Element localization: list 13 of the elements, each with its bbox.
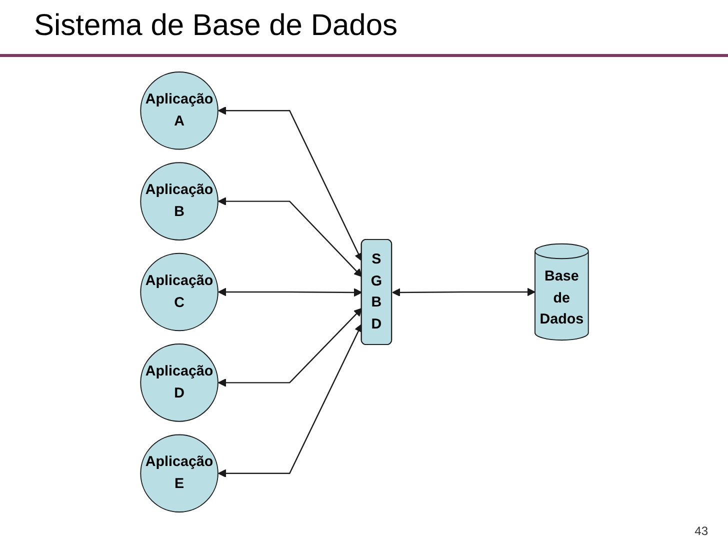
node-circle: Aplicação B [140, 162, 218, 240]
arrow [217, 288, 362, 297]
node-circle: Aplicação E [140, 434, 218, 512]
arrow [217, 106, 362, 262]
arrow [217, 308, 362, 387]
arrow [217, 324, 362, 478]
page-number: 43 [694, 524, 708, 538]
arrow [217, 197, 362, 278]
node-circle: Aplicação C [140, 252, 218, 332]
node-circle: Aplicação A [140, 72, 218, 150]
slide-title: Sistema de Base de Dados [34, 8, 398, 44]
node-circle: Aplicação D [140, 344, 218, 422]
arrow [392, 288, 535, 297]
